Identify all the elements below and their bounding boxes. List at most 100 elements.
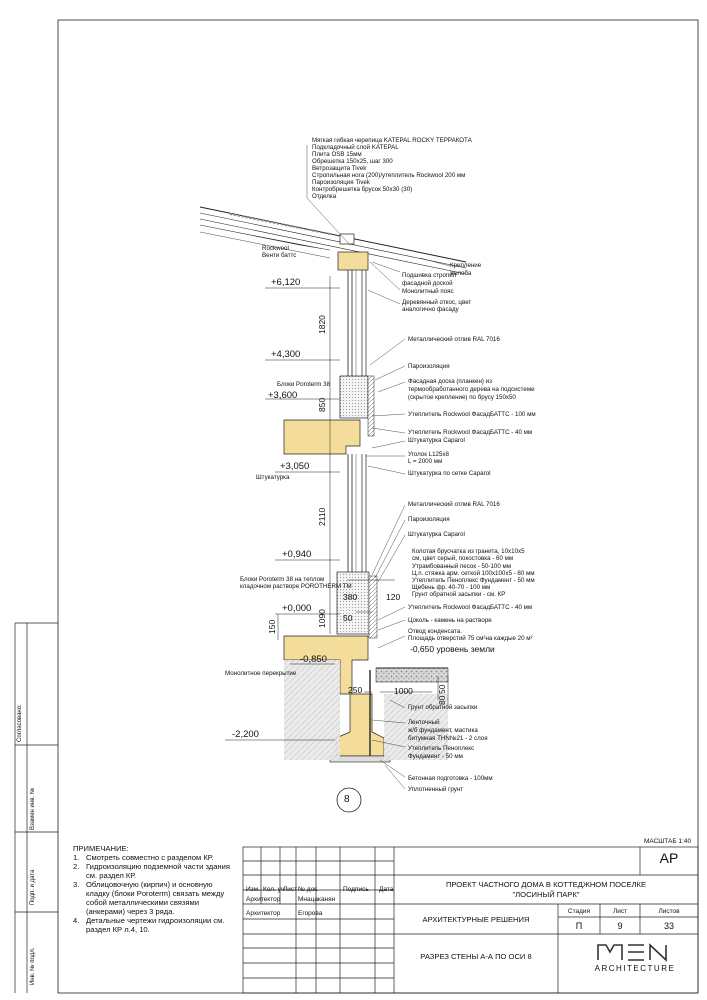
roof-spec-line: Пароизоляция Tivek [312,179,370,186]
dim-text: 80 [437,695,447,705]
dim-text: 50 [437,684,447,694]
stage-header: Стадия [567,908,591,915]
note-text: Облицовочную (кирпич) и основную кладку … [86,880,225,916]
dim-text: 1820 [317,315,327,334]
roof-spec-line: Плита OSB 15мм [312,151,362,158]
sheet-header: Лист [612,908,628,915]
paving-line: Утрамбованный песок - 50-100 мм [412,563,512,570]
tb-role: Архитектор [246,910,281,917]
callout-wood: Деревянный откос, цвет [402,299,472,306]
callout-mono-slab: Монолитное перекрытие [225,670,297,677]
callout-blocks-mortar: Блоки Poroterm 38 на теплом [240,576,325,583]
callout-angle: L = 2000 мм [408,458,443,465]
project-title: ПРОЕКТ ЧАСТНОГО ДОМА В КОТТЕДЖНОМ ПОСЕЛК… [445,880,647,889]
tb-header: Лист [283,886,298,893]
callout-strip: ж/б фундамент, мастика [408,727,478,734]
tb-header: Кол. уч [263,886,285,893]
level-mark: +3,050 [280,461,310,472]
ground-level-label: -0,650 уровень земли [410,644,495,654]
mono-belt [337,251,369,271]
callout-concrete: Бетонная подготовка - 100мм [408,775,493,782]
callout-vapor: Пароизоляция [408,363,450,370]
callout-facade: термообработанного дерева на подсистеме [408,386,535,393]
callout-plaster-mesh: Штукатурка по сетке Caparol [408,470,491,477]
callout-ins100: Утеплитель Rockwool ФасадБАТТС - 100 мм [408,411,536,418]
callout-penoplex: Утеплитель Пеноплекс [408,745,475,752]
axis-label: 8 [344,794,350,805]
roof-layers [199,206,467,275]
callout-drain: Площадь отверстий 75 см²на каждые 20 м² [408,635,533,642]
tb-header: № док. [298,886,319,893]
callout-blocks: Блоки Poroterm 38 [277,381,331,388]
roof-spec-line: Ветрозащита Tivek [312,165,367,172]
stamp-replace: Взамен инв. № [30,787,36,830]
dim-text: 1090 [317,609,327,628]
paving-line: Ц.п. стяжка арм. сеткой 100х100х5 - 80 м… [412,570,535,577]
callout-vapor-2: Пароизоляция [408,516,450,523]
level-mark: +6,120 [271,277,301,288]
callout-plaster: Штукатурка Caparol [408,437,465,444]
callout-strip: Ленточный [408,719,440,726]
level-lines [225,287,340,741]
leader-lines [306,145,451,790]
note-number: 3. [73,880,80,889]
level-mark: -2,200 [232,729,259,740]
roof-spec-line: Отделка [312,193,337,200]
callout-gutter: Крепление [450,262,482,269]
stage-value: П [575,921,583,931]
drawing-title: РАЗРЕЗ СТЕНЫ А-А ПО ОСИ 8 [420,952,532,961]
callout-compacted: Уплотненный грунт [408,786,464,793]
sheet-value: 9 [617,921,623,931]
callout-plaster-left: Штукатурка [256,474,290,481]
dim-text: 120 [386,592,401,602]
paving-line: см, цвет серый, покостовка - 60 мм [412,555,514,562]
roof-spec-line: Подкладочный слой KATEPAL [312,144,399,151]
paving-line: Колотая брусчатка из гранита, 10х10х5 [412,548,525,555]
upper-slab [283,419,361,455]
paving-layers [375,667,449,683]
roof-spec-line: Контробрешетка брусок 50х30 (30) [312,186,413,193]
logo-mark [597,943,667,962]
level-mark: +4,300 [271,349,301,360]
callout-soffit: Подшивка стропил [402,272,457,279]
note-text: Гидроизоляцию подземной части здания см.… [86,862,230,880]
tb-person: Егорова [298,910,323,917]
note-text: Детальные чертежи гидроизоляции см. разд… [86,916,225,934]
dim-text: 2110 [317,507,327,526]
sheets-header: Листов [658,908,680,915]
stamp-inv: Инв. № подл. [30,947,36,985]
note-number: 4. [73,916,80,925]
callout-plaster-2: Штукатурка Caparol [408,531,465,538]
dim-text: 50 [343,613,353,623]
callout-soffit: фасадной доской [402,280,453,287]
callout-penoplex: Фундамент - 50 мм [408,753,463,760]
dim-text: 380 [343,592,358,602]
tb-person: Мнацаканян [298,896,336,903]
callout-venti: Венти баттс [262,252,297,259]
callout-backfill: Грунт обратной засыпки [408,704,478,711]
callout-rockwool: Rockwool [262,245,289,252]
paving-line: Утеплитель Пеноплекс Фундамент - 50 мм [412,577,535,584]
doc-code: АР [659,850,679,866]
note-number: 1. [73,853,80,862]
callout-blocks-mortar: кладочном растворе POROTHERM TM [240,583,352,590]
paving-line: Щебень фр. 40-70 - 100 мм [412,584,491,591]
dim-text: 150 [267,619,277,634]
callout-drain: Отвод конденсата. [408,628,462,635]
lower-wall [347,454,367,572]
callout-mono-belt: Монолитный пояс [402,288,454,295]
dim-text: 1000 [394,686,413,696]
logo-text: ARCHITECTURE [594,964,676,973]
level-mark: -0,850 [300,654,327,665]
level-mark: +3,600 [268,390,298,401]
tb-header: Дата [379,886,394,893]
note-text: Смотреть совместно с разделом КР. [86,853,214,862]
project-title: "ЛОСИНЫЙ ПАРК" [512,890,580,899]
callout-gutter: желоба [450,270,472,277]
dim-lines [277,276,449,708]
tb-header: Изм. [246,886,260,893]
level-mark: +0,000 [282,603,312,614]
callout-ins40b: Утеплитель Rockwool ФасадБАТТС - 40 мм [408,604,533,611]
roof-spec-line: Мягкая гибкая черепица KATEPAL ROCKY ТЕР… [312,137,472,144]
